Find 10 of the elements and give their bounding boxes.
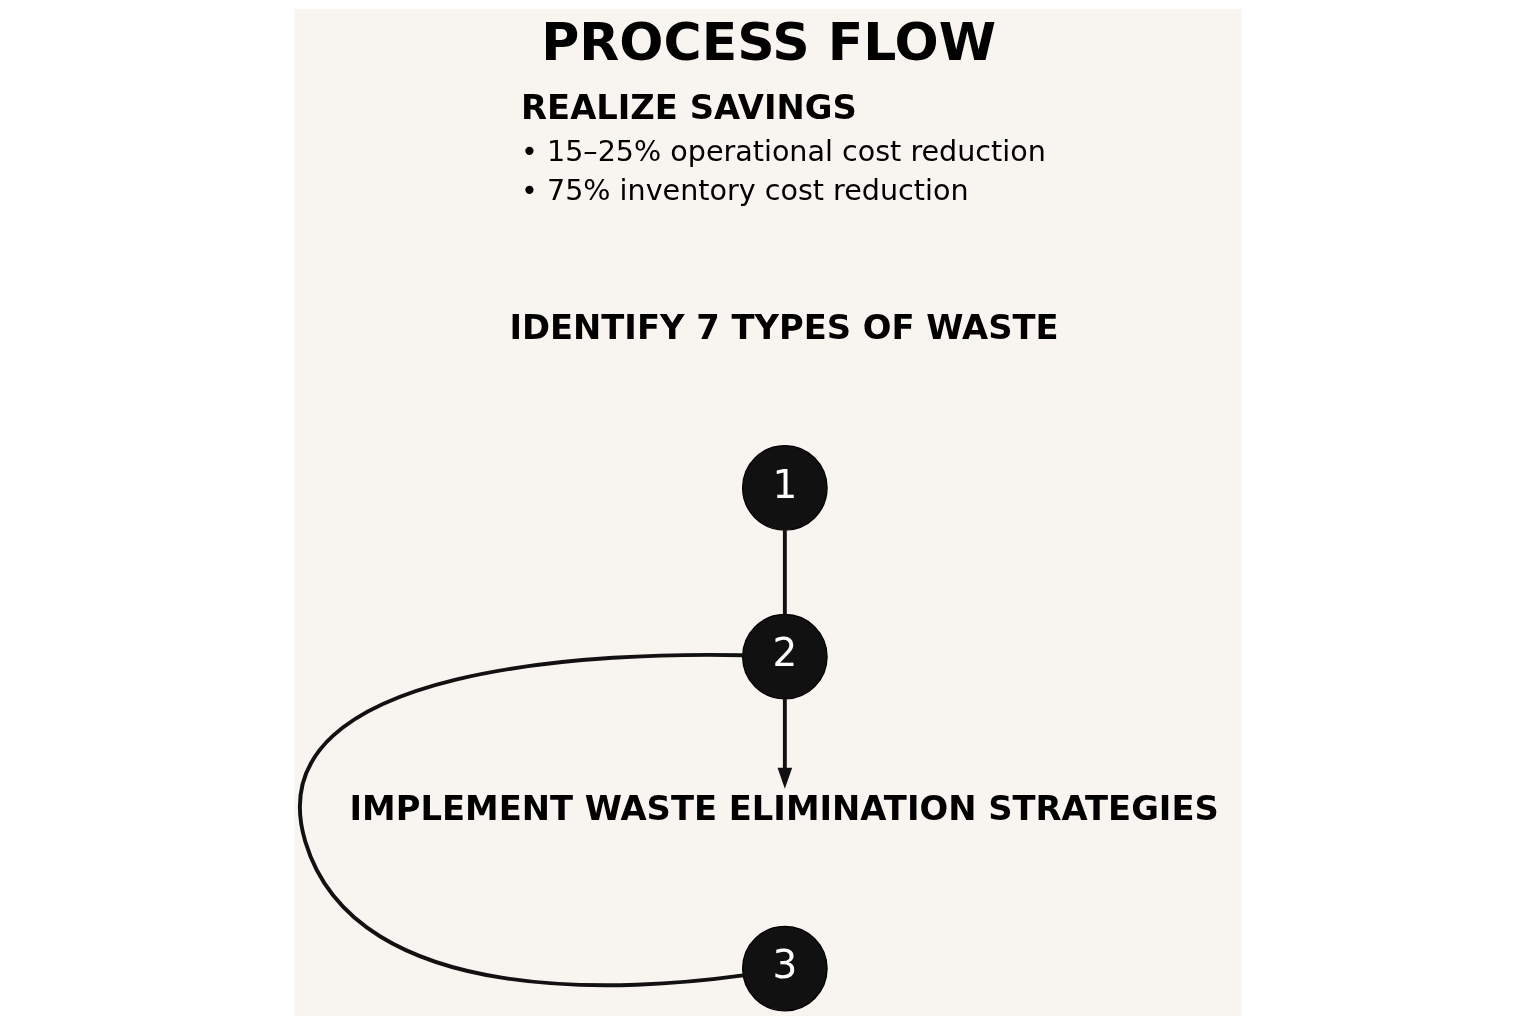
node-text: REALIZE SAVINGS • 15–25% operational cost reduction • 75% inventory cost reduction [521,87,1046,207]
connector [298,652,744,987]
node-circle: 3 [741,925,828,1011]
node-text: IDENTIFY 7 TYPES OF WASTE [509,307,1059,347]
node-circle: 2 [741,613,828,700]
node-text: IMPLEMENT WASTE ELIMINATION STRATEGIES [349,788,1219,828]
diagram-title: PROCESS FLOW [541,11,997,72]
connector [782,529,787,614]
arrow [777,698,793,789]
node-circle: 1 [741,444,828,531]
